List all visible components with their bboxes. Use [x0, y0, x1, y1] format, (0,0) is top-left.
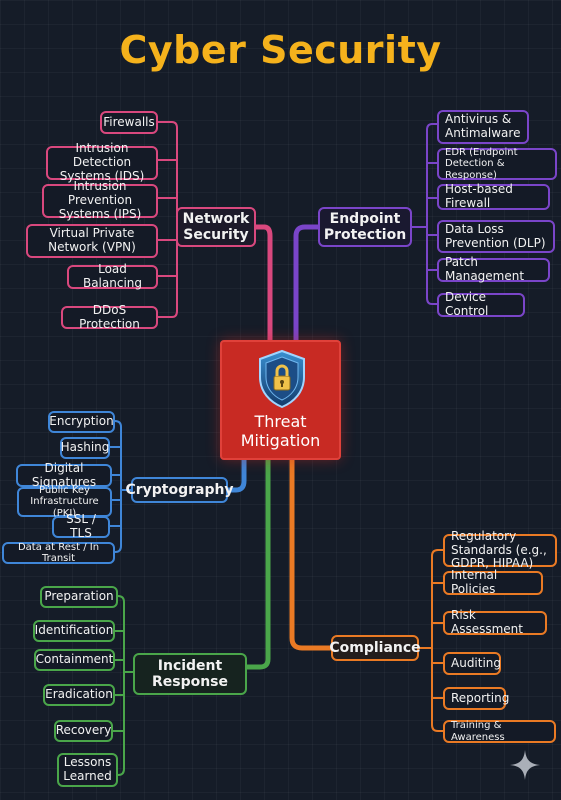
incident-connectors [112, 595, 134, 776]
compliance-item-auditing: Auditing [443, 652, 501, 675]
incident-item-containment: Containment [34, 649, 115, 671]
threat-mitigation-node: Threat Mitigation [220, 340, 341, 460]
network-item-vpn: Virtual Private Network (VPN) [26, 224, 158, 258]
cryptography-trunk [225, 457, 247, 493]
network-item-ddos: DDoS Protection [61, 303, 158, 330]
endpoint-item-patch: Patch Management [437, 255, 550, 283]
network-label-1: Network [182, 210, 250, 227]
center-label-1: Threat [254, 412, 307, 431]
sparkle-icon [510, 750, 540, 780]
center-label-2: Mitigation [240, 431, 321, 451]
network-item-ids: Intrusion Detection Systems (IDS) [46, 141, 158, 183]
crypto-item-data-at-rest: Data at Rest / In Transit [2, 542, 115, 564]
crypto-item-pki: Public Key Infrastructure (PKI) [17, 485, 112, 519]
incident-item-eradication: Eradication [43, 684, 115, 706]
incident-label-2: Response [151, 674, 229, 690]
compliance-trunk [289, 457, 334, 651]
network-item-ips: Intrusion Prevention Systems (IPS) [42, 179, 158, 221]
compliance-connectors [418, 549, 445, 732]
compliance-item-regulatory: Regulatory Standards (e.g., GDPR, HIPAA) [443, 529, 557, 570]
crypto-item-digital-signatures: Digital Signatures [16, 461, 112, 488]
network-label-2: Security [183, 227, 249, 243]
compliance-item-training: Training & Awareness [443, 720, 556, 743]
endpoint-connectors [411, 123, 439, 305]
endpoint-item-device-control: Device Control [437, 290, 525, 318]
incident-item-identification: Identification [33, 620, 115, 642]
cryptography-node: Cryptography [125, 477, 234, 503]
incident-label-1: Incident [157, 657, 223, 674]
endpoint-item-edr: EDR (Endpoint Detection & Response) [437, 147, 557, 181]
network-trunk [253, 224, 273, 345]
crypto-item-encryption: Encryption [48, 411, 115, 433]
endpoint-item-host-firewall: Host-based Firewall [437, 182, 550, 210]
page-title: Cyber Security [119, 28, 442, 72]
network-item-firewalls: Firewalls [100, 111, 158, 134]
endpoint-item-antivirus: Antivirus & Antimalware [437, 110, 529, 144]
cryptography-connectors [109, 420, 133, 553]
endpoint-trunk [293, 224, 321, 345]
compliance-item-reporting: Reporting [443, 687, 509, 710]
incident-item-recovery: Recovery [54, 720, 113, 742]
crypto-item-ssl-tls: SSL / TLS [52, 512, 110, 540]
incident-trunk [244, 457, 271, 670]
network-item-load-balancing: Load Balancing [67, 262, 158, 290]
endpoint-label-2: Protection [323, 227, 407, 243]
crypto-item-hashing: Hashing [60, 437, 110, 459]
endpoint-item-dlp: Data Loss Prevention (DLP) [437, 220, 555, 253]
compliance-item-internal-policies: Internal Policies [443, 568, 543, 596]
compliance-item-risk-assessment: Risk Assessment [443, 608, 547, 636]
incident-item-lessons-learned: Lessons Learned [57, 753, 118, 787]
compliance-node: Compliance [329, 635, 421, 661]
endpoint-label-1: Endpoint [329, 210, 401, 227]
shield-lock-icon [259, 349, 305, 409]
incident-item-preparation: Preparation [40, 586, 118, 608]
